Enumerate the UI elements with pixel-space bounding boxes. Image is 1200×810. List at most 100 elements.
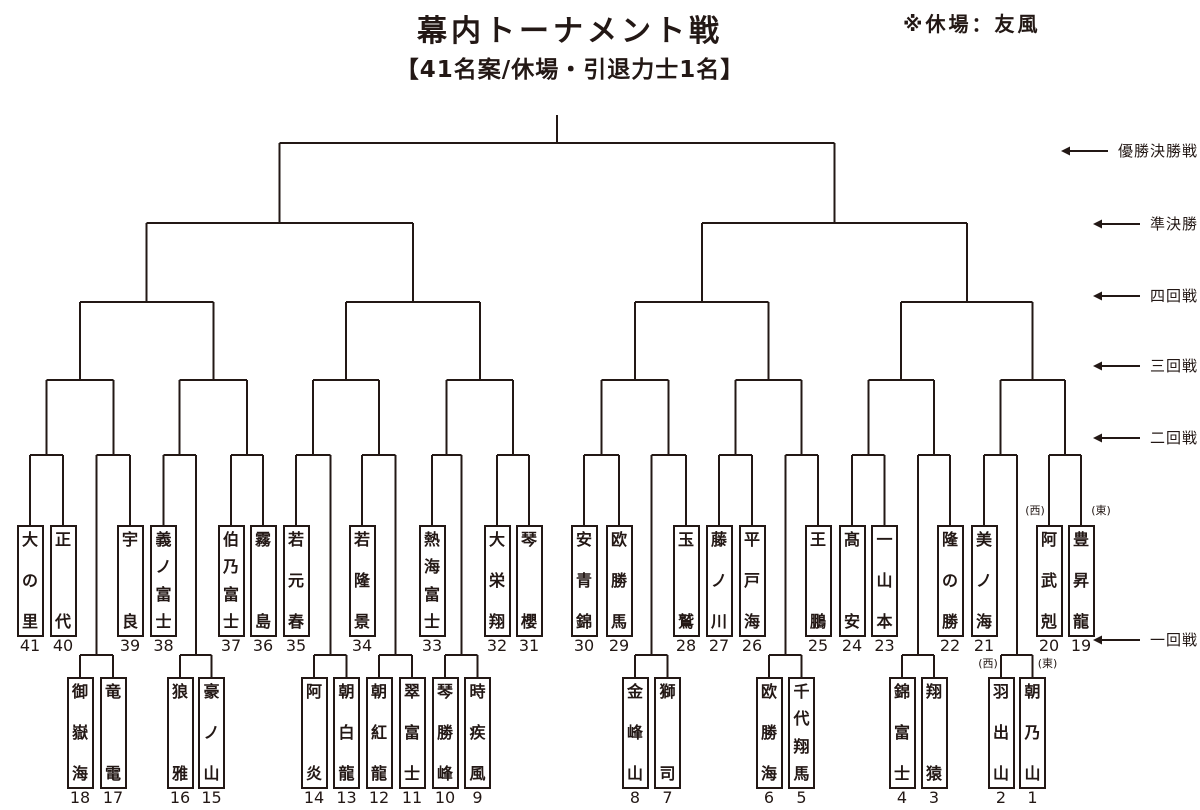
wrestler-box-23: 一山本 <box>871 525 898 637</box>
name-char: 剋 <box>1040 612 1057 631</box>
name-char: 山 <box>626 764 643 783</box>
name-char: 昇 <box>1072 571 1089 590</box>
name-char: 峰 <box>436 764 453 783</box>
wrestler-box-35: 若元春 <box>282 525 310 637</box>
wrestler-box-32: 大栄翔 <box>483 525 511 637</box>
name-char: 櫻 <box>520 612 537 631</box>
name-char: 武 <box>1040 571 1057 590</box>
name-char: 海 <box>743 612 760 631</box>
name-char: 大 <box>488 530 505 549</box>
name-char: 乃 <box>222 557 239 577</box>
wrestler-seed-23: 23 <box>874 636 895 655</box>
name-char: 青 <box>575 571 592 590</box>
name-char: ノ <box>975 571 992 590</box>
wrestler-seed-11: 11 <box>401 788 423 807</box>
wrestler-seed-16: 16 <box>169 788 191 807</box>
name-char: 疾 <box>469 723 486 742</box>
name-char: 馬 <box>610 612 627 631</box>
wrestler-box-3: 翔猿 <box>920 677 948 789</box>
west-label: (西) <box>978 657 998 670</box>
name-char: 朝 <box>338 682 355 701</box>
wrestler-seed-18: 18 <box>69 788 91 807</box>
name-char: 勝 <box>941 612 958 631</box>
east-label: (東) <box>1037 657 1058 670</box>
wrestler-seed-3: 3 <box>928 788 940 807</box>
name-char: 熱 <box>423 530 440 549</box>
name-char: ノ <box>155 557 172 577</box>
name-char: 海 <box>423 557 440 577</box>
wrestler-seed-15: 15 <box>201 788 222 807</box>
wrestler-seed-29: 29 <box>608 636 630 655</box>
name-char: 欧 <box>610 530 627 549</box>
wrestler-box-27: 藤ノ川 <box>705 525 733 637</box>
name-char: 琴 <box>520 530 537 549</box>
name-char: 琴 <box>436 682 453 701</box>
name-char: 士 <box>423 611 440 631</box>
name-char: 戸 <box>743 571 760 590</box>
name-char: 電 <box>104 764 121 783</box>
name-char: 阿 <box>1040 530 1057 549</box>
wrestler-box-2: 羽出山 <box>987 677 1015 789</box>
name-char: の <box>21 571 38 590</box>
wrestler-seed-14: 14 <box>303 788 325 807</box>
wrestler-box-20: 阿武剋 <box>1035 525 1063 637</box>
name-char: 富 <box>403 723 420 742</box>
wrestler-seed-30: 30 <box>573 636 595 655</box>
wrestler-seed-2: 2 <box>995 788 1007 807</box>
name-char: 龍 <box>370 764 387 783</box>
wrestler-box-5: 千代翔馬 <box>788 677 815 789</box>
name-char: 一 <box>876 530 893 549</box>
wrestler-box-7: 獅司 <box>654 677 681 789</box>
name-char: 翠 <box>403 682 420 701</box>
wrestler-box-19: 豊昇龍 <box>1067 525 1095 637</box>
wrestler-seed-24: 24 <box>841 636 863 655</box>
wrestler-box-1: 朝乃山 <box>1019 677 1046 789</box>
wrestler-box-12: 朝紅龍 <box>365 677 393 789</box>
name-char: 山 <box>992 764 1009 783</box>
name-char: 春 <box>287 612 304 631</box>
name-char: 雅 <box>171 764 188 783</box>
name-char: 若 <box>287 530 304 549</box>
name-char: 豊 <box>1072 530 1089 549</box>
name-char: 勝 <box>436 723 453 742</box>
wrestler-box-38: 義ノ富士 <box>150 525 177 637</box>
wrestler-box-18: 御嶽海 <box>66 677 94 789</box>
name-char: 士 <box>403 764 420 783</box>
name-char: 乃 <box>1024 723 1041 742</box>
name-char: 風 <box>469 764 486 783</box>
wrestler-seed-1: 1 <box>1027 788 1038 807</box>
wrestler-seed-19: 19 <box>1070 636 1092 655</box>
name-char: ノ <box>203 723 220 742</box>
name-char: 富 <box>222 584 239 604</box>
wrestler-seed-28: 28 <box>675 636 697 655</box>
name-char: 士 <box>222 611 239 631</box>
name-char: 翔 <box>793 736 810 756</box>
name-char: 勝 <box>760 723 777 742</box>
name-char: 時 <box>469 682 486 701</box>
name-char: 美 <box>975 530 992 549</box>
name-char: 元 <box>287 571 304 590</box>
name-char: 龍 <box>1072 612 1089 631</box>
west-label: (西) <box>1025 504 1045 517</box>
wrestler-box-40: 正代 <box>49 525 77 637</box>
name-char: 出 <box>992 723 1009 742</box>
name-char: の <box>941 571 958 590</box>
wrestler-box-8: 金峰山 <box>621 677 649 789</box>
name-char: 狼 <box>171 682 188 701</box>
wrestler-seed-35: 35 <box>285 636 307 655</box>
name-char: ノ <box>710 571 727 590</box>
wrestler-seed-8: 8 <box>629 788 641 807</box>
wrestler-box-11: 翠富士 <box>398 677 426 789</box>
wrestler-seed-38: 38 <box>153 636 174 655</box>
name-char: 阿 <box>305 682 322 701</box>
name-char: 竜 <box>104 682 121 701</box>
wrestler-box-6: 欧勝海 <box>755 677 783 789</box>
wrestler-box-14: 阿炎 <box>300 677 328 789</box>
name-char: 景 <box>353 612 370 631</box>
name-char: 富 <box>155 584 172 604</box>
name-char: 錦 <box>575 612 592 631</box>
name-char: 正 <box>54 530 71 549</box>
name-char: 伯 <box>222 530 239 549</box>
name-char: 馬 <box>793 763 810 783</box>
